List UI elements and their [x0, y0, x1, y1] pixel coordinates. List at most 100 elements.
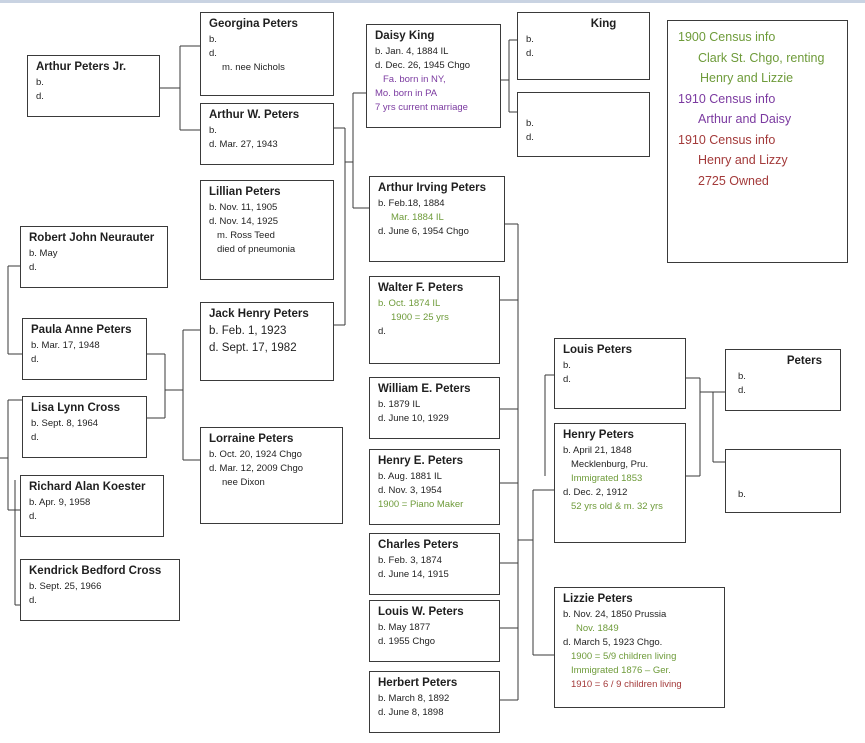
- census-age-line: 1900 = 25 yrs: [391, 312, 449, 323]
- person-lorraine: Lorraine Peters b. Oct. 20, 1924 Chgo d.…: [200, 427, 343, 524]
- birth-line: b. Oct. 1874 IL: [378, 298, 441, 309]
- person-louis: Louis Peters b. d.: [554, 338, 686, 409]
- person-name: Peters: [786, 355, 822, 367]
- birth-line: b. Oct. 20, 1924 Chgo: [209, 449, 302, 460]
- death-line: d.: [378, 326, 386, 337]
- death-line: d. Sept. 17, 1982: [209, 342, 297, 354]
- person-henry-e: Henry E. Peters b. Aug. 1881 IL d. Nov. …: [369, 449, 500, 525]
- birth-line: b. Apr. 9, 1958: [29, 497, 91, 508]
- death-line: d.: [738, 385, 746, 396]
- person-arthur-jr: Arthur Peters Jr. b. d.: [27, 55, 160, 117]
- birth-line: b. May 1877: [378, 622, 431, 633]
- person-name: Jack Henry Peters: [209, 308, 309, 320]
- birth-line: b.: [209, 34, 217, 45]
- person-name: Charles Peters: [378, 539, 459, 551]
- person-king-spouse: b. d.: [517, 92, 650, 157]
- birth-line: b. Sept. 25, 1966: [29, 581, 102, 592]
- death-line: d.: [526, 48, 534, 59]
- person-paula: Paula Anne Peters b. Mar. 17, 1948 d.: [22, 318, 147, 380]
- person-arthur-w: Arthur W. Peters b. d. Mar. 27, 1943: [200, 103, 334, 165]
- person-lisa: Lisa Lynn Cross b. Sept. 8, 1964 d.: [22, 396, 147, 458]
- person-name: Henry E. Peters: [378, 455, 464, 467]
- person-name: Lizzie Peters: [563, 593, 633, 605]
- death-line: d. Dec. 26, 1945 Chgo: [375, 60, 471, 71]
- person-lizzie: Lizzie Peters b. Nov. 24, 1850 Prussia N…: [554, 587, 725, 708]
- person-name: Richard Alan Koester: [29, 481, 146, 493]
- note-line: Mo. born in PA: [375, 88, 438, 99]
- person-name: Walter F. Peters: [378, 282, 464, 294]
- note-line: 7 yrs current marriage: [375, 102, 468, 113]
- census-1910-heading: 1910 Census info: [678, 91, 776, 106]
- marriage-line: m. Ross Teed: [217, 230, 275, 241]
- birth-line: b.: [563, 360, 571, 371]
- death-line: d. Mar. 12, 2009 Chgo: [209, 463, 304, 474]
- birth-line: b.: [36, 77, 44, 88]
- marriage-line: m. nee Nichols: [222, 62, 285, 73]
- person-name: Kendrick Bedford Cross: [29, 565, 162, 577]
- person-jack: Jack Henry Peters b. Feb. 1, 1923 d. Sep…: [200, 302, 334, 381]
- person-name: Arthur Peters Jr.: [36, 61, 127, 73]
- census-1910-heading-2: 1910 Census info: [678, 132, 776, 147]
- window-top-edge: [0, 0, 865, 3]
- death-line: d. Dec. 2, 1912: [563, 487, 628, 498]
- person-name: King: [590, 18, 617, 30]
- birth-line: b. April 21, 1848: [563, 445, 632, 456]
- birth-line: b. March 8, 1892: [378, 693, 450, 704]
- birth-line: b. Nov. 24, 1850 Prussia: [563, 609, 667, 620]
- birth-line: b.: [738, 371, 746, 382]
- census-note-line: 52 yrs old & m. 32 yrs: [571, 501, 663, 512]
- death-line: d. March 5, 1923 Chgo.: [563, 637, 663, 648]
- person-walter: Walter F. Peters b. Oct. 1874 IL 1900 = …: [369, 276, 500, 364]
- birth-alt-line: Mar. 1884 IL: [391, 212, 444, 223]
- death-line: d. June 10, 1929: [378, 413, 449, 424]
- death-line: d.: [526, 132, 534, 143]
- census-1910-owned: 2725 Owned: [698, 173, 769, 188]
- birth-line: b. Aug. 1881 IL: [378, 471, 442, 482]
- person-name: Lorraine Peters: [209, 433, 294, 445]
- person-louis-w: Louis W. Peters b. May 1877 d. 1955 Chgo: [369, 600, 500, 662]
- person-georgina: Georgina Peters b. d. m. nee Nichols: [200, 12, 334, 96]
- census-note-line: 1910 = 6 / 9 children living: [571, 679, 682, 690]
- immigration-line: Immigrated 1853: [571, 473, 643, 484]
- person-peters-mother: b.: [725, 449, 841, 513]
- person-henry: Henry Peters b. April 21, 1848 Mecklenbu…: [554, 423, 686, 543]
- birth-line: b.: [526, 118, 534, 129]
- birth-line: b. Feb.18, 1884: [378, 198, 445, 209]
- death-line: d.: [31, 354, 39, 365]
- person-richard: Richard Alan Koester b. Apr. 9, 1958 d.: [20, 475, 164, 537]
- person-name: Lisa Lynn Cross: [31, 402, 121, 414]
- person-name: Arthur Irving Peters: [378, 182, 486, 194]
- birth-line: b. Sept. 8, 1964: [31, 418, 99, 429]
- person-daisy: Daisy King b. Jan. 4, 1884 IL d. Dec. 26…: [366, 24, 501, 128]
- census-1910-names: Arthur and Daisy: [698, 112, 792, 126]
- birth-line: b. Feb. 1, 1923: [209, 325, 287, 337]
- birth-line: b.: [209, 125, 217, 136]
- person-lillian: Lillian Peters b. Nov. 11, 1905 d. Nov. …: [200, 180, 334, 280]
- maiden-name-line: nee Dixon: [222, 477, 265, 488]
- death-line: d.: [29, 262, 37, 273]
- person-name: Henry Peters: [563, 429, 634, 441]
- person-name: Louis Peters: [563, 344, 633, 356]
- person-charles: Charles Peters b. Feb. 3, 1874 d. June 1…: [369, 533, 500, 595]
- census-note-line: 1900 = 5/9 children living: [571, 651, 677, 662]
- person-william: William E. Peters b. 1879 IL d. June 10,…: [369, 377, 500, 439]
- census-info-panel: 1900 Census info Clark St. Chgo, renting…: [667, 20, 848, 263]
- occupation-line: 1900 = Piano Maker: [378, 499, 464, 510]
- death-line: d. June 14, 1915: [378, 569, 449, 580]
- person-name: Lillian Peters: [209, 186, 281, 198]
- birth-alt-line: Nov. 1849: [576, 623, 619, 634]
- note-line: died of pneumonia: [217, 244, 296, 255]
- immigration-line: Immigrated 1876 – Ger.: [571, 665, 671, 676]
- person-name: Paula Anne Peters: [31, 324, 132, 336]
- death-line: d. 1955 Chgo: [378, 636, 436, 647]
- person-name: William E. Peters: [378, 383, 471, 395]
- person-name: Arthur W. Peters: [209, 109, 300, 121]
- death-line: d. June 8, 1898: [378, 707, 444, 718]
- birth-line: b. 1879 IL: [378, 399, 421, 410]
- birth-line: b. May: [29, 248, 58, 259]
- census-1900-heading: 1900 Census info: [678, 30, 776, 44]
- census-1910-names-2: Henry and Lizzy: [698, 153, 788, 167]
- person-arthur-irving: Arthur Irving Peters b. Feb.18, 1884 Mar…: [369, 176, 505, 262]
- death-line: d.: [209, 48, 217, 59]
